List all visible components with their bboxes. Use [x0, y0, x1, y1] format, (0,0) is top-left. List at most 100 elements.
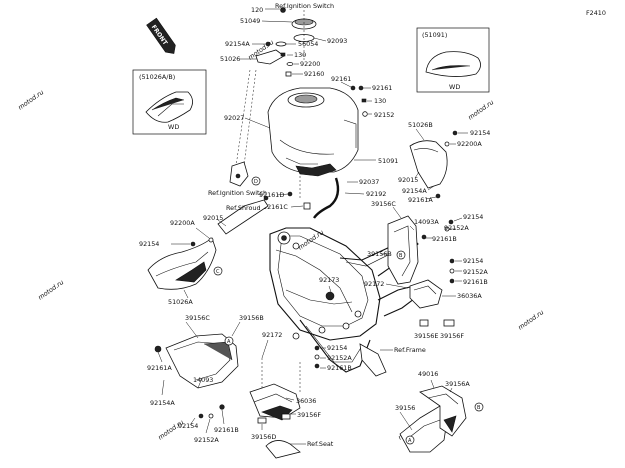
part-label: 92152 [374, 111, 394, 119]
inset-51091-code: (51091) [422, 31, 447, 39]
part-label: 51026 [220, 55, 240, 63]
inset-51091: (51091) WD [416, 27, 490, 93]
part-label: 39156 [395, 404, 415, 412]
part-label: 92161C [263, 203, 288, 211]
part-label: 92152A [327, 354, 352, 362]
watermark-text: motod.ru [517, 308, 546, 331]
fuel-cap-assembly: 120 51049 92093 [240, 6, 347, 60]
part-label: 92027 [224, 114, 244, 122]
right-side-cover-group: 39156C 14093A 39156B [367, 200, 439, 285]
callout-b: B [399, 253, 403, 259]
ref-seat: Ref.Seat [307, 440, 334, 448]
part-label: 92161A [147, 364, 172, 372]
inset-51091-note: WD [449, 83, 460, 91]
part-label: 130 [294, 51, 306, 59]
inset-51026ab: (51026A/B) WD [132, 69, 207, 135]
watermark-text: motod.ru [17, 88, 46, 111]
ref-ignition-switch-top: Ref.Ignition Switch [275, 2, 334, 10]
part-label: 92160 [304, 70, 324, 78]
part-label: 92154 [139, 240, 159, 248]
part-label: 39156C [371, 200, 396, 208]
right-side-hardware-upper: 92154 92152A 92152A 92161B [421, 213, 483, 243]
left-shroud-51026a: 51026A 92200A 92154 [139, 219, 217, 306]
watermark-text: motod.ru [297, 228, 326, 251]
part-label: 92093 [327, 37, 347, 45]
right-shroud-51026b: 51026B 92154 92200A 92015 92154A 92161A [398, 121, 490, 204]
part-label: 92172 [364, 280, 384, 288]
part-label: 51026A [168, 298, 193, 306]
part-label: 92172 [262, 331, 282, 339]
part-label: 92152A [194, 436, 219, 444]
rear-cover-36036a: 92172 36036A 39156E 39156F [364, 279, 482, 340]
bracket-51026: 92154A 56054 51026 [220, 40, 318, 65]
part-label: 92154 [463, 257, 483, 265]
right-side-hardware-mid: 92154 92152A 92161B [449, 257, 488, 286]
left-lower-cover-14093: 39156C 39156B 14093 92161A 92154A [147, 314, 264, 407]
lower-left-hardware: 92161B 92152A 92154 [178, 404, 239, 444]
tank-mount-hardware: 92161D 92161C [259, 191, 311, 211]
part-label: 39156F [440, 332, 464, 340]
part-label: 51049 [240, 17, 260, 25]
part-label: 92152A [444, 224, 469, 232]
part-label: 92015 [398, 176, 418, 184]
ref-frame: Ref.Frame [394, 346, 426, 354]
part-label: 92015 [203, 214, 223, 222]
tank-cushion-92027: 92027 [224, 69, 271, 167]
part-label: 36036A [457, 292, 482, 300]
part-label: 92173 [319, 276, 339, 284]
center-hardware: 92154 92152A 92161B [314, 344, 352, 372]
part-label: 92154 [178, 422, 198, 430]
part-label: 92154 [463, 213, 483, 221]
callout-a-2: A [408, 438, 412, 444]
front-direction-badge: FRONT [146, 17, 176, 54]
part-label: 92161 [372, 84, 392, 92]
part-label: 39156A [445, 380, 470, 388]
part-label: 92161B [432, 235, 457, 243]
part-label: 120 [251, 6, 263, 14]
tail-covers-group: 49016 39156A 39156 [395, 370, 470, 453]
part-label: 92037 [359, 178, 379, 186]
watermark-text: motod.ru [467, 98, 496, 121]
part-label: 92161 [331, 75, 351, 83]
part-label: 92161D [259, 191, 284, 199]
callout-b-2: B [477, 405, 481, 411]
tank-hardware: 130 92200 92160 [280, 51, 324, 78]
drain-hose: 92037 92192 [313, 177, 386, 219]
part-label: 92154 [470, 129, 490, 137]
part-label: 92154A [150, 399, 175, 407]
fuel-tank [267, 87, 359, 198]
part-label: 92192 [366, 190, 386, 198]
part-label: 39156B [367, 250, 392, 258]
shroud-insert-92015: Ref.Shroud 92015 [203, 195, 269, 235]
lower-center-cover-36036: 36036 39156F 39156D [249, 383, 321, 441]
callout-c: C [216, 269, 220, 275]
part-label: 51091 [378, 157, 398, 165]
part-label: 92154 [327, 344, 347, 352]
ref-shroud: Ref.Shroud [226, 204, 261, 212]
part-label: 39156C [185, 314, 210, 322]
inset-51026ab-code: (51026A/B) [139, 73, 175, 81]
watermark-text: motod.ru [37, 278, 66, 301]
part-label: 92200A [170, 219, 195, 227]
part-label: 92161B [327, 364, 352, 372]
part-label: 92161B [214, 426, 239, 434]
part-label: 92152A [463, 268, 488, 276]
part-label: 130 [374, 97, 386, 105]
diagram-code: F2410 [586, 9, 606, 17]
ignition-bracket: Ref.Ignition Switch [208, 161, 267, 197]
part-label: 39156D [251, 433, 276, 441]
part-label: 92154A [402, 187, 427, 195]
callout-d: D [254, 179, 258, 185]
part-label: 92161B [463, 278, 488, 286]
part-label: 39156B [239, 314, 264, 322]
part-label: 36036 [296, 397, 316, 405]
part-label: 39156E [414, 332, 438, 340]
callout-a: A [227, 339, 231, 345]
ref-ignition-switch-mid: Ref.Ignition Switch [208, 189, 267, 197]
part-label: 92200A [457, 140, 482, 148]
part-label: 14093 [193, 376, 213, 384]
part-label: 92154A [225, 40, 250, 48]
inset-51026ab-note: WD [168, 123, 179, 131]
